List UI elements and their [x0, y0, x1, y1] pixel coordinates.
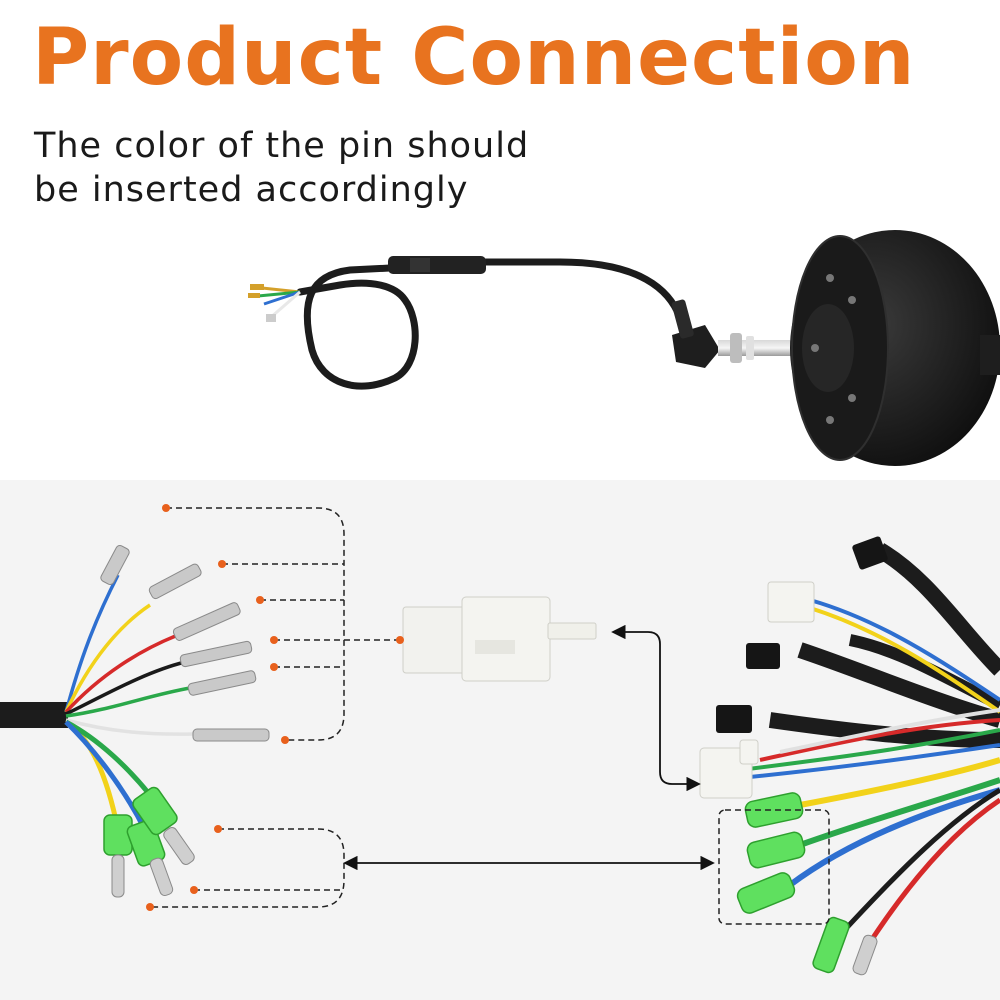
jst-connector-2: [746, 643, 780, 669]
pin-markers: [146, 504, 404, 911]
motor-cable: [296, 258, 684, 390]
connection-arrows: [343, 624, 715, 871]
pin-terminal-1: [100, 544, 130, 586]
controller-phase-green: [798, 777, 1000, 848]
jst-connector-3: [716, 705, 752, 733]
jst-connector-1: [852, 536, 888, 570]
left-harness: [0, 544, 270, 898]
right-harness: [699, 536, 1000, 976]
subtitle-line-2: be inserted accordingly: [34, 170, 469, 210]
white-connector: [402, 596, 597, 682]
arrow-connector-link: [611, 624, 701, 792]
pin-terminal-4: [179, 640, 253, 668]
pin-terminal-2: [148, 563, 202, 600]
controller-white-connector-1: [767, 581, 815, 623]
cable-wire-tips: [248, 284, 301, 322]
controller-phase-yellow: [799, 757, 1000, 808]
wire-white: [65, 718, 196, 736]
controller-phase-blue: [788, 787, 1000, 888]
pin-terminal-5: [187, 670, 257, 696]
motor-photo: [248, 230, 1000, 466]
controller-bullet-3: [736, 872, 796, 914]
bullet-sleeve-3: [132, 786, 178, 836]
phase-wire-blue: [64, 720, 148, 832]
wire-green: [65, 686, 191, 718]
controller-bullet-1: [744, 792, 804, 828]
controller-bullet-2: [746, 831, 806, 869]
page-subtitle: The color of the pin should be inserted …: [34, 124, 529, 212]
phase-wire-green: [64, 719, 152, 797]
pin-terminal-3: [172, 602, 241, 641]
wire-black: [65, 660, 186, 716]
pin-terminal-6: [192, 728, 270, 742]
page-title: Product Connection: [32, 13, 916, 103]
cable-inline-connector: [388, 256, 486, 274]
wire-red: [64, 633, 179, 714]
wire-yellow: [64, 603, 151, 713]
subtitle-line-1: The color of the pin should: [34, 126, 530, 166]
wire-blue: [64, 574, 120, 713]
